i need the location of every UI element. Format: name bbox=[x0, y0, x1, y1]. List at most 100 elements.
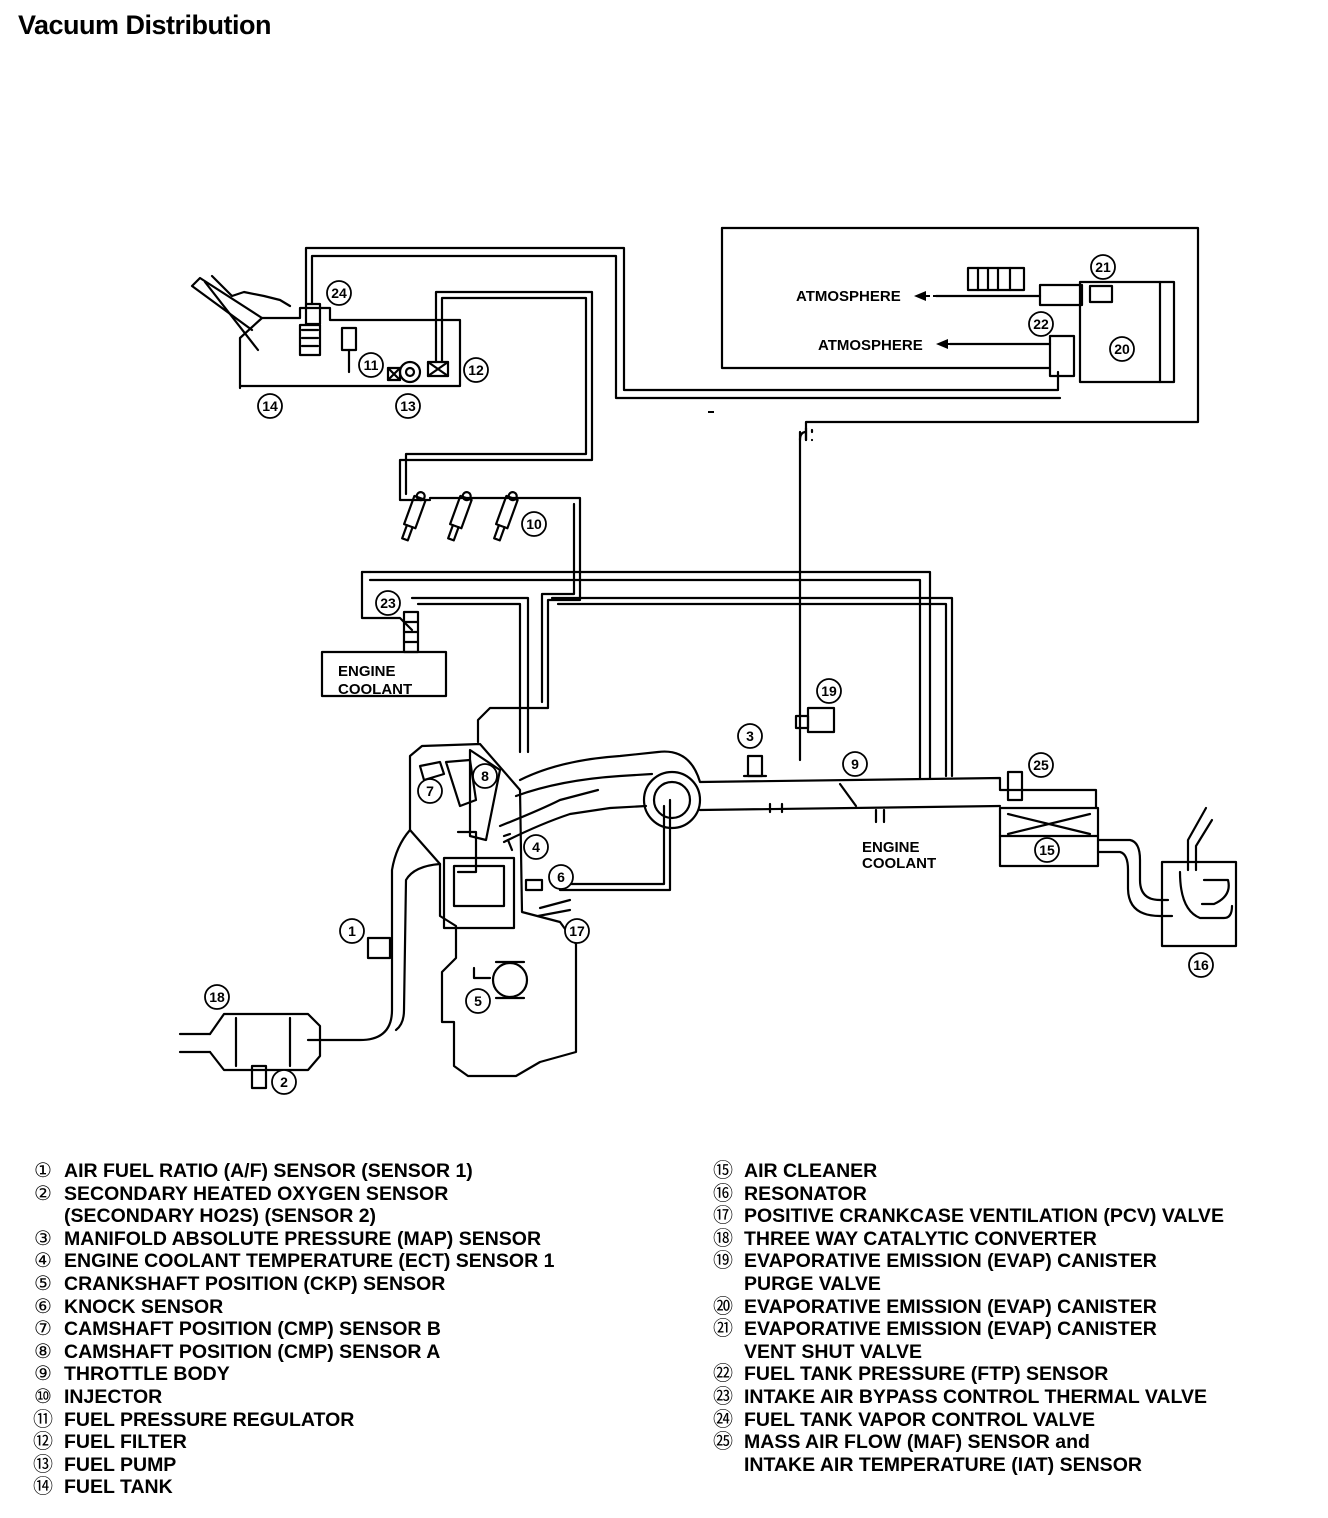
callout-21: 21 bbox=[1090, 254, 1116, 280]
atmosphere-arrows bbox=[914, 291, 948, 349]
callout-number: 22 bbox=[1033, 316, 1049, 332]
callout-25: 25 bbox=[1028, 752, 1054, 778]
legend-text: INTAKE AIR TEMPERATURE (IAT) SENSOR bbox=[744, 1453, 1142, 1476]
callout-3: 3 bbox=[737, 723, 763, 749]
callout-4: 4 bbox=[523, 834, 549, 860]
label-engine-coolant-left-1: ENGINE bbox=[338, 663, 396, 680]
legend-text: POSITIVE CRANKCASE VENTILATION (PCV) VAL… bbox=[744, 1205, 1224, 1228]
legend-text: AIR FUEL RATIO (A/F) SENSOR (SENSOR 1) bbox=[64, 1160, 473, 1182]
label-engine-coolant-right-2: COOLANT bbox=[862, 855, 936, 872]
legend-text: FUEL TANK PRESSURE (FTP) SENSOR bbox=[744, 1363, 1109, 1386]
legend-number: ㉑ bbox=[713, 1318, 733, 1341]
callout-number: 1 bbox=[348, 923, 356, 939]
legend-number bbox=[702, 1341, 744, 1364]
callout-10: 10 bbox=[521, 511, 547, 537]
legend-text: THREE WAY CATALYTIC CONVERTER bbox=[744, 1227, 1097, 1250]
legend-item: (SECONDARY HO2S) (SENSOR 2) bbox=[22, 1205, 554, 1228]
legend-item: VENT SHUT VALVE bbox=[702, 1341, 1224, 1364]
legend-number: ⑫ bbox=[33, 1431, 53, 1454]
callout-number: 12 bbox=[468, 362, 484, 378]
legend-text: EVAPORATIVE EMISSION (EVAP) CANISTER bbox=[744, 1295, 1157, 1318]
callout-number: 7 bbox=[426, 783, 434, 799]
callout-number: 21 bbox=[1095, 259, 1111, 275]
legend-text: CRANKSHAFT POSITION (CKP) SENSOR bbox=[64, 1272, 446, 1295]
legend-text: CAMSHAFT POSITION (CMP) SENSOR A bbox=[64, 1340, 441, 1363]
legend-text: FUEL FILTER bbox=[64, 1431, 187, 1454]
callout-number: 15 bbox=[1039, 842, 1055, 858]
exhaust bbox=[178, 828, 442, 1090]
legend-text: EVAPORATIVE EMISSION (EVAP) CANISTER bbox=[744, 1318, 1157, 1341]
legend-item: ⑲ EVAPORATIVE EMISSION (EVAP) CANISTER bbox=[702, 1250, 1224, 1273]
legend-number: ㉓ bbox=[713, 1385, 733, 1408]
fuel-filter bbox=[426, 360, 450, 378]
callout-17: 17 bbox=[564, 918, 590, 944]
callout-number: 9 bbox=[851, 756, 859, 772]
vacuum-lines bbox=[304, 246, 1062, 892]
callout-14: 14 bbox=[257, 393, 283, 419]
fuel-pressure-regulator bbox=[340, 326, 358, 374]
legend-text: PURGE VALVE bbox=[744, 1272, 881, 1295]
callout-number: 11 bbox=[364, 357, 379, 373]
legend-item: PURGE VALVE bbox=[702, 1273, 1224, 1296]
legend-text: INJECTOR bbox=[64, 1385, 163, 1408]
legend-text: FUEL PRESSURE REGULATOR bbox=[64, 1408, 355, 1431]
callout-number: 3 bbox=[746, 728, 754, 744]
legend-number: ㉕ bbox=[713, 1431, 733, 1454]
callout-number: 20 bbox=[1114, 341, 1130, 357]
evap-canister-assembly bbox=[720, 226, 1200, 442]
intake-manifold bbox=[498, 788, 648, 844]
legend-number: ⑥ bbox=[34, 1295, 52, 1318]
legend-number: ⑦ bbox=[34, 1318, 52, 1341]
legend-text: VENT SHUT VALVE bbox=[744, 1340, 923, 1363]
legend-item: ④ ENGINE COOLANT TEMPERATURE (ECT) SENSOR… bbox=[22, 1250, 554, 1273]
legend-text: CAMSHAFT POSITION (CMP) SENSOR B bbox=[64, 1318, 442, 1341]
legend-text: SECONDARY HEATED OXYGEN SENSOR bbox=[64, 1182, 449, 1205]
callout-6: 6 bbox=[548, 864, 574, 890]
callout-5: 5 bbox=[465, 988, 491, 1014]
callout-number: 16 bbox=[1193, 957, 1209, 973]
callout-13: 13 bbox=[395, 393, 421, 419]
legend-number: ⑯ bbox=[713, 1182, 733, 1205]
callout-9: 9 bbox=[842, 751, 868, 777]
legend-number: ⑱ bbox=[713, 1227, 733, 1250]
legend-number: ⑲ bbox=[713, 1250, 733, 1273]
legend-number: ⑳ bbox=[713, 1295, 733, 1318]
callout-18: 18 bbox=[204, 984, 230, 1010]
callout-number: 17 bbox=[569, 923, 585, 939]
callout-2: 2 bbox=[271, 1069, 297, 1095]
legend-item: ⑱ THREE WAY CATALYTIC CONVERTER bbox=[702, 1228, 1224, 1251]
legend-item: ⑫ FUEL FILTER bbox=[22, 1431, 554, 1454]
callout-7: 7 bbox=[417, 778, 443, 804]
legend-item: ㉑ EVAPORATIVE EMISSION (EVAP) CANISTER bbox=[702, 1318, 1224, 1341]
callout-number: 24 bbox=[331, 285, 347, 301]
legend-text: KNOCK SENSOR bbox=[64, 1295, 224, 1318]
legend-text: RESONATOR bbox=[744, 1182, 867, 1205]
callout-19: 19 bbox=[816, 678, 842, 704]
callout-8: 8 bbox=[472, 763, 498, 789]
legend-number: ⑪ bbox=[33, 1408, 53, 1431]
callout-number: 23 bbox=[380, 595, 396, 611]
vacuum-diagram: ATMOSPHERE ATMOSPHERE ENGINE COOLANT ENG… bbox=[178, 226, 1238, 1095]
callout-number: 2 bbox=[280, 1074, 288, 1090]
legend-text: AIR CLEANER bbox=[744, 1160, 878, 1182]
legend-text: MASS AIR FLOW (MAF) SENSOR and bbox=[744, 1431, 1090, 1454]
legend-number: ㉒ bbox=[713, 1363, 733, 1386]
legend-item: ㉓ INTAKE AIR BYPASS CONTROL THERMAL VALVE bbox=[702, 1386, 1224, 1409]
callout-number: 18 bbox=[209, 989, 225, 1005]
callout-number: 6 bbox=[557, 869, 565, 885]
legend-number: ④ bbox=[34, 1250, 52, 1273]
label-engine-coolant-right-1: ENGINE bbox=[862, 839, 920, 856]
legend-number bbox=[702, 1273, 744, 1296]
legend-text: INTAKE AIR BYPASS CONTROL THERMAL VALVE bbox=[744, 1385, 1207, 1408]
legend-text: EVAPORATIVE EMISSION (EVAP) CANISTER bbox=[744, 1250, 1157, 1273]
legend-text: ENGINE COOLANT TEMPERATURE (ECT) SENSOR … bbox=[64, 1250, 555, 1273]
intake-tract bbox=[514, 750, 1098, 830]
callout-number: 14 bbox=[262, 398, 278, 414]
fuel-pump bbox=[386, 360, 422, 384]
